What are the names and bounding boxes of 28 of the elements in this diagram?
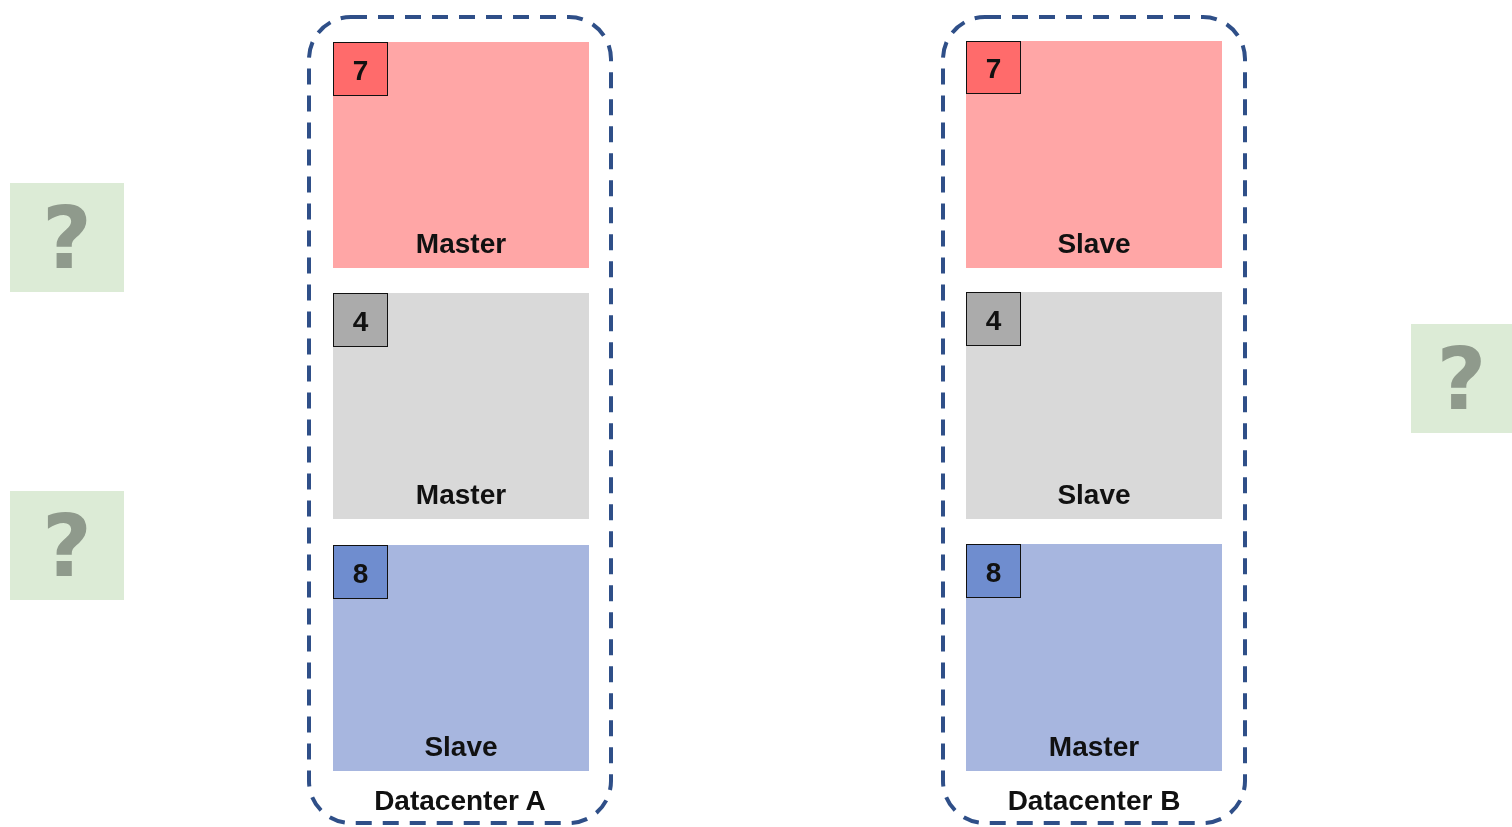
server-box	[966, 292, 1222, 519]
datacenter-container	[307, 15, 613, 825]
question-mark: ?	[42, 502, 92, 589]
server-box	[966, 41, 1222, 268]
placeholder-box	[10, 491, 124, 600]
container-label: Datacenter B	[1006, 786, 1182, 817]
server-box	[333, 293, 589, 519]
role-label: Master	[414, 480, 508, 511]
server-box	[966, 544, 1222, 771]
number-badge: 7	[966, 41, 1021, 94]
placeholder-box	[1411, 324, 1512, 433]
datacenter-container	[941, 15, 1247, 825]
server-box	[333, 42, 589, 268]
container-label: Datacenter A	[373, 786, 547, 817]
role-label: Master	[1047, 732, 1141, 763]
number-badge: 4	[333, 293, 388, 347]
number-badge: 7	[333, 42, 388, 96]
role-label: Slave	[1056, 229, 1132, 260]
number-badge: 8	[333, 545, 388, 599]
role-label: Slave	[1056, 480, 1132, 511]
question-mark: ?	[1436, 335, 1487, 422]
question-mark: ?	[42, 194, 92, 281]
number-badge: 4	[966, 292, 1021, 346]
server-box	[333, 545, 589, 771]
role-label: Master	[414, 229, 508, 260]
placeholder-box	[10, 183, 124, 292]
number-badge: 8	[966, 544, 1021, 598]
role-label: Slave	[423, 732, 499, 763]
